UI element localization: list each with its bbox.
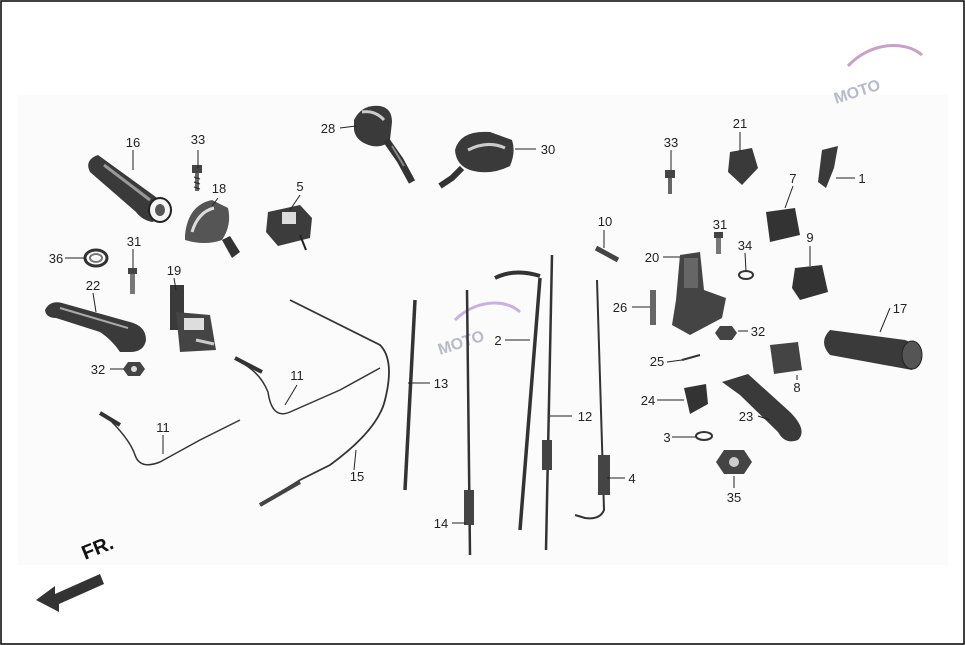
callout-31: 31 xyxy=(127,234,141,249)
part-22-left-lever xyxy=(45,302,146,352)
part-4-cable xyxy=(574,279,606,520)
part-2-throttle-cable xyxy=(518,277,542,531)
callout-24: 24 xyxy=(641,393,655,408)
callout-14: 14 xyxy=(434,516,448,531)
part-11-connector xyxy=(234,356,263,374)
callout-9: 9 xyxy=(806,230,813,245)
callout-33-right: 33 xyxy=(664,135,678,150)
callout-11-left: 11 xyxy=(156,420,170,435)
callout-20: 20 xyxy=(645,250,659,265)
part-16-left-grip xyxy=(88,155,172,223)
part-20-reservoir xyxy=(684,258,698,288)
callout-8: 8 xyxy=(793,380,800,395)
callout-25: 25 xyxy=(650,354,664,369)
callouts: 16 33 18 5 36 31 19 22 32 28 30 11 11 15… xyxy=(49,116,907,531)
part-7-switch xyxy=(766,208,800,242)
part-11-wire-left xyxy=(109,419,241,466)
callout-23: 23 xyxy=(739,409,753,424)
callout-30: 30 xyxy=(541,142,555,157)
callout-10: 10 xyxy=(598,214,612,229)
callout-12: 12 xyxy=(578,409,592,424)
callout-34: 34 xyxy=(738,238,752,253)
part-3-clip xyxy=(695,431,713,441)
part-9-switch xyxy=(792,265,828,300)
callout-1: 1 xyxy=(858,171,865,186)
callout-13: 13 xyxy=(434,376,448,391)
front-arrow-icon xyxy=(36,574,104,612)
part-13-cable xyxy=(403,299,417,491)
callout-22: 22 xyxy=(86,278,100,293)
part-11-wire-right xyxy=(239,361,381,415)
callout-21: 21 xyxy=(733,116,747,131)
part-25-spring xyxy=(681,354,701,361)
part-28-left-mirror xyxy=(354,105,416,184)
part-2-cable-end xyxy=(494,270,541,280)
callout-18: 18 xyxy=(212,181,226,196)
callout-33: 33 xyxy=(191,132,205,147)
callout-32: 32 xyxy=(91,362,105,377)
part-33-bolt-left xyxy=(192,165,202,191)
part-17-right-grip xyxy=(824,330,923,370)
callout-15: 15 xyxy=(350,469,364,484)
callout-36: 36 xyxy=(49,251,63,266)
part-8-switch xyxy=(770,342,802,374)
callout-28: 28 xyxy=(321,121,335,136)
part-32-nut-right xyxy=(715,326,737,340)
part-21-bracket xyxy=(728,148,758,185)
part-26-pin xyxy=(650,290,656,325)
part-32-nut-left xyxy=(123,362,145,376)
part-31-screw-right xyxy=(714,232,723,254)
part-14-adjuster xyxy=(464,490,474,525)
part-24-bracket xyxy=(684,384,708,414)
part-11-connector xyxy=(98,411,122,427)
callout-2: 2 xyxy=(494,333,501,348)
part-12-cable xyxy=(544,254,554,551)
callout-5: 5 xyxy=(296,179,303,194)
part-15-cable-end xyxy=(259,480,301,507)
part-30-right-mirror xyxy=(438,131,514,189)
part-5-switch xyxy=(266,205,312,251)
part-15-brake-cable xyxy=(259,299,390,506)
part-19-master-cylinder xyxy=(170,285,216,352)
part-18-throttle-cover xyxy=(185,200,240,258)
part-33-bolt-right xyxy=(665,170,675,194)
callout-31-right: 31 xyxy=(713,217,727,232)
part-10-adjuster xyxy=(594,245,620,263)
part-4-sleeve xyxy=(598,455,610,495)
callout-32-right: 32 xyxy=(751,324,765,339)
part-12-adjuster xyxy=(542,440,552,470)
callout-26: 26 xyxy=(613,300,627,315)
callout-3: 3 xyxy=(663,430,670,445)
part-1-clip xyxy=(818,146,838,188)
callout-4: 4 xyxy=(628,471,635,486)
callout-11-right: 11 xyxy=(290,368,304,383)
callout-16: 16 xyxy=(126,135,140,150)
callout-7: 7 xyxy=(789,171,796,186)
part-31-screw-left xyxy=(128,268,137,294)
part-35-nut-hole xyxy=(729,457,739,467)
callout-35: 35 xyxy=(727,490,741,505)
callout-19: 19 xyxy=(167,263,181,278)
callout-17: 17 xyxy=(893,301,907,316)
part-23-right-lever xyxy=(722,374,802,442)
